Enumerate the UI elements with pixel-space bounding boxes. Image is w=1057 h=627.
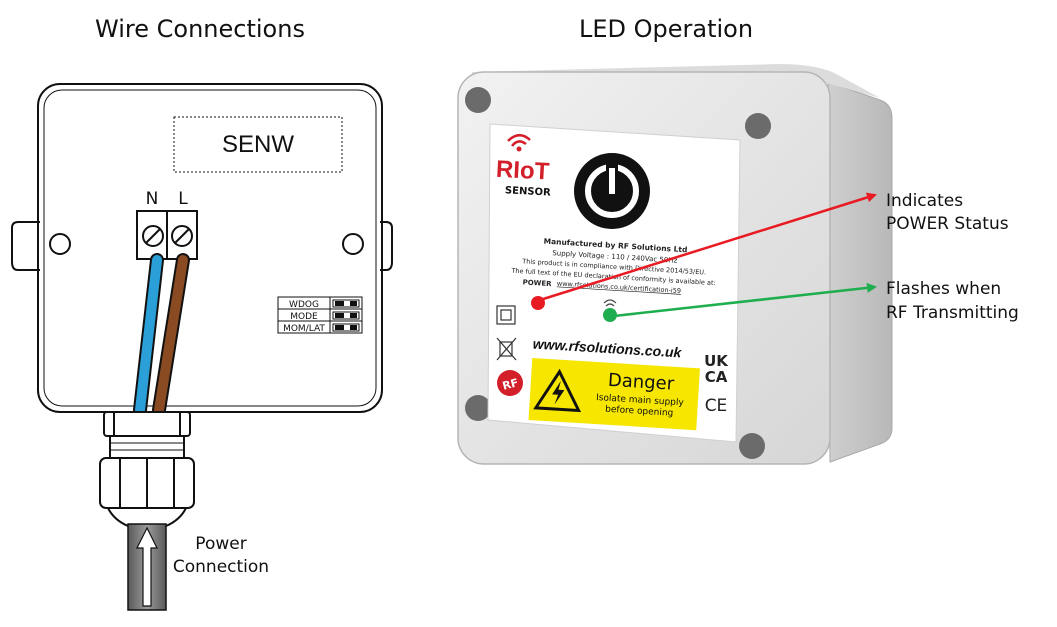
power-connection-label-1: Power bbox=[195, 534, 246, 554]
power-callout-1: Indicates bbox=[886, 191, 963, 211]
ukca-mark-2: CA bbox=[705, 368, 728, 386]
led-operation-title: LED Operation bbox=[579, 15, 753, 43]
weee-bin-icon bbox=[496, 337, 517, 361]
switch-label-mode: MODE bbox=[290, 312, 318, 322]
neutral-wire-fill bbox=[135, 255, 162, 415]
wire-connections-title: Wire Connections bbox=[95, 15, 305, 43]
screw-top-left bbox=[465, 87, 491, 113]
cable-gland bbox=[99, 411, 195, 527]
power-led-label: POWER bbox=[522, 278, 552, 288]
danger-text-2: before opening bbox=[605, 405, 674, 419]
screw-bottom-left bbox=[465, 395, 491, 421]
enclosure-diagram bbox=[11, 83, 393, 413]
ukca-mark-1: UK bbox=[704, 352, 729, 370]
screw-top-right bbox=[745, 113, 771, 139]
terminal-l-label: L bbox=[178, 189, 188, 209]
rf-logo-badge bbox=[497, 370, 523, 396]
danger-title: Danger bbox=[607, 370, 675, 395]
dip-switch-table bbox=[277, 296, 363, 334]
right-mount-ear bbox=[380, 221, 393, 271]
rf-callout-1: Flashes when bbox=[886, 279, 1001, 299]
enclosure-inner-outline bbox=[43, 89, 377, 407]
up-arrow-icon bbox=[136, 526, 158, 607]
label-area bbox=[173, 116, 343, 173]
riot-logo-text: RIoT bbox=[495, 156, 550, 186]
left-mount-hole bbox=[49, 233, 71, 255]
left-mount-ear bbox=[11, 221, 40, 271]
terminal-block bbox=[136, 210, 198, 260]
terminal-n-label: N bbox=[146, 189, 159, 209]
ce-mark: CE bbox=[705, 396, 728, 416]
device-label: SENW bbox=[222, 131, 294, 158]
right-mount-hole bbox=[342, 233, 364, 255]
wifi-icon bbox=[507, 134, 531, 147]
power-connection-label-2: Connection bbox=[173, 557, 269, 577]
svg-text:RF: RF bbox=[501, 376, 520, 393]
power-callout-2: POWER Status bbox=[886, 214, 1009, 234]
switch-label-mom-lat: MOM/LAT bbox=[283, 324, 325, 334]
rf-callout-arrow bbox=[613, 282, 877, 318]
sensor-logo-text: SENSOR bbox=[505, 185, 552, 198]
danger-label: Danger Isolate main supply before openin… bbox=[528, 358, 700, 431]
screw-bottom-right bbox=[739, 433, 765, 459]
switch-label-wdog: WDOG bbox=[289, 300, 319, 310]
device-side bbox=[827, 81, 893, 463]
rf-callout-2: RF Transmitting bbox=[886, 303, 1019, 323]
enclosure-outline bbox=[37, 83, 383, 413]
double-insulation-icon bbox=[496, 305, 516, 325]
power-callout-arrow bbox=[539, 192, 877, 302]
rf-wifi-icon bbox=[603, 299, 617, 307]
live-wire-fill bbox=[154, 255, 188, 415]
rf-led bbox=[603, 308, 617, 322]
